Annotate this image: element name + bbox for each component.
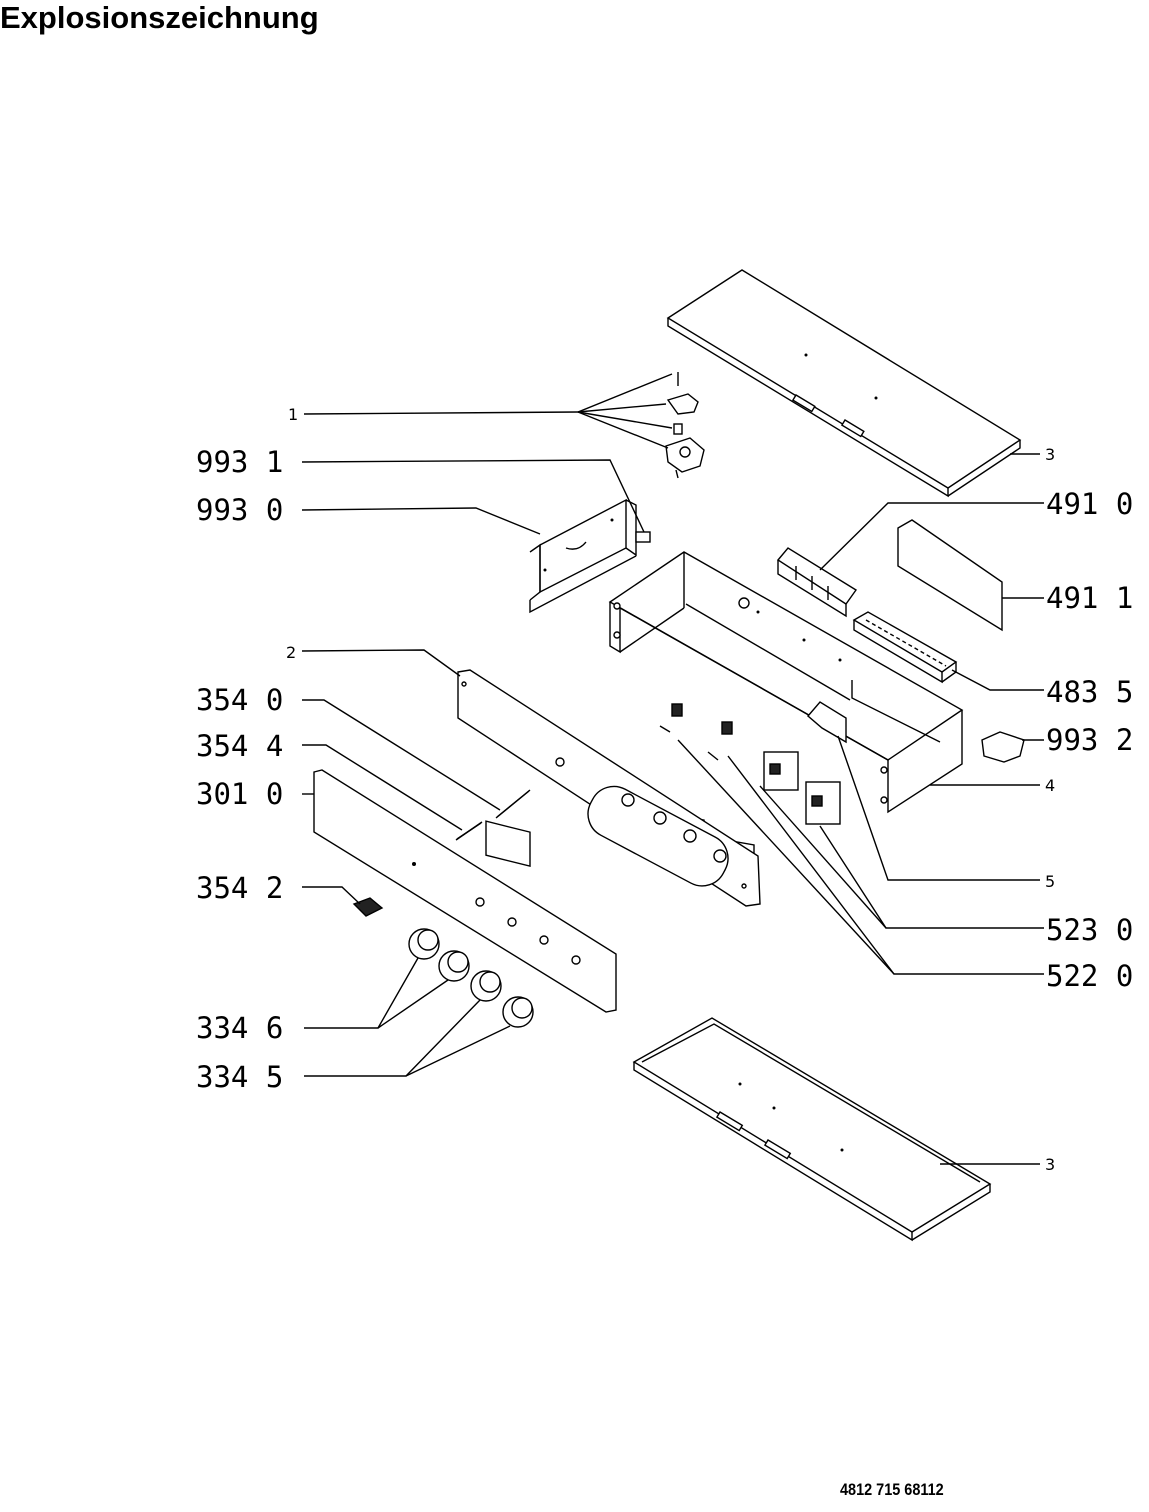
label-4: 4 — [1045, 776, 1055, 795]
label-491-1: 491 1 — [1046, 581, 1133, 615]
knob-334-5-b — [502, 996, 534, 1028]
document-code: 4812 715 68112 — [840, 1480, 944, 1499]
page-title: Explosionszeichnung — [0, 0, 319, 35]
label-993-1: 993 1 — [196, 445, 283, 479]
shaft-354-4 — [455, 821, 483, 841]
plate-491-1 — [897, 519, 1003, 632]
label-993-2: 993 2 — [1046, 723, 1133, 757]
top-cover-plate — [666, 269, 1022, 498]
knob-334-6-b — [438, 950, 470, 982]
label-334-6: 334 6 — [196, 1011, 283, 1045]
label-2: 2 — [286, 643, 296, 662]
leader-lines — [301, 373, 1044, 1165]
label-354-2: 354 2 — [196, 871, 283, 905]
clip-354-2 — [352, 897, 384, 917]
label-993-0: 993 0 — [196, 493, 283, 527]
small-parts-group-1 — [665, 372, 705, 479]
label-301-0: 301 0 — [196, 777, 283, 811]
label-523-0: 523 0 — [1046, 913, 1133, 947]
label-522-0: 522 0 — [1046, 959, 1133, 993]
switch-523-0-a — [763, 751, 799, 791]
label-3-top: 3 — [1045, 445, 1055, 464]
bracket-5 — [807, 701, 847, 744]
label-3-bottom: 3 — [1045, 1155, 1055, 1174]
label-334-5: 334 5 — [196, 1060, 283, 1094]
label-354-4: 354 4 — [196, 729, 283, 763]
terminal-strip-491-0 — [776, 547, 858, 618]
terminal-block-483-5 — [852, 611, 958, 684]
knob-334-6-a — [408, 928, 440, 960]
label-1: 1 — [288, 405, 298, 424]
knob-334-5-a — [470, 970, 502, 1002]
bracket-993-2 — [981, 731, 1025, 763]
panel-2 — [457, 669, 761, 907]
switch-523-0-b — [805, 781, 841, 825]
clip-993-1 — [635, 531, 651, 543]
shaft-354-0 — [495, 789, 531, 819]
label-483-5: 483 5 — [1046, 675, 1133, 709]
label-354-0: 354 0 — [196, 683, 283, 717]
bracket-993-0 — [529, 498, 637, 614]
label-491-0: 491 0 — [1046, 487, 1133, 521]
bottom-cover-plate — [632, 1017, 992, 1242]
label-5: 5 — [1045, 872, 1055, 891]
front-panel-301-0 — [313, 769, 617, 1013]
